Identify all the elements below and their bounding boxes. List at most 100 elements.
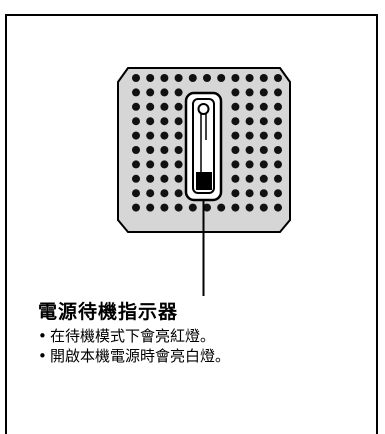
grille-dot [203, 74, 211, 82]
grille-dot [231, 146, 240, 154]
grille-dot [146, 146, 155, 154]
grille-dot [231, 203, 240, 212]
grille-dot [132, 189, 140, 198]
grille-dot [132, 131, 140, 140]
grille-dot [146, 203, 155, 212]
grille-dot [231, 131, 240, 140]
grille-dot [146, 160, 155, 169]
grille-dot [203, 203, 211, 212]
grille-dot [160, 174, 169, 183]
grille-dot [160, 203, 169, 212]
grille-dot [245, 160, 254, 169]
grille-dot [132, 160, 140, 169]
grille-dot [132, 174, 140, 183]
grille-dot [259, 88, 268, 97]
grille-dot [259, 102, 268, 111]
grille-dot [245, 74, 254, 82]
grille-dot [259, 74, 268, 82]
grille-dot [259, 203, 268, 212]
led-lens [197, 103, 210, 115]
grille-dot [160, 102, 169, 111]
bullet-icon: • [38, 347, 47, 365]
grille-dot [174, 146, 183, 154]
page-frame [5, 14, 378, 434]
grille-dot [231, 74, 240, 82]
grille-dot [259, 160, 268, 169]
grille-dot [174, 117, 183, 126]
grille-dot [174, 174, 183, 183]
grille-dot [274, 174, 282, 183]
grille-dots [132, 74, 282, 212]
grille-dot [132, 117, 140, 126]
grille-dot [160, 88, 169, 97]
note-text: 開啟本機電源時會亮白燈。 [50, 347, 231, 365]
grille-dot [188, 203, 197, 212]
grille-dot [259, 174, 268, 183]
grille-dot [259, 131, 268, 140]
grille-dot [132, 203, 140, 212]
grille-dot [245, 189, 254, 198]
grille-dot [146, 74, 155, 82]
grille-dot [245, 88, 254, 97]
grille-dot [132, 146, 140, 154]
grille-dot [160, 117, 169, 126]
note-text: 在待機模式下會亮紅燈。 [50, 327, 216, 345]
grille-dot [146, 88, 155, 97]
indicator-title: 電源待機指示器 [38, 301, 179, 323]
grille-dot [245, 174, 254, 183]
grille-dot [174, 160, 183, 169]
grille-dot [231, 88, 240, 97]
grille-dot [274, 189, 282, 198]
grille-dot [160, 131, 169, 140]
grille-dot [188, 74, 197, 82]
grille-dot [231, 160, 240, 169]
grille-dot [274, 117, 282, 126]
grille-dot [174, 74, 183, 82]
grille-dot [174, 189, 183, 198]
grille-dot [160, 146, 169, 154]
grille-dot [160, 160, 169, 169]
grille-dot [231, 174, 240, 183]
note-standby-red: • 在待機模式下會亮紅燈。 [38, 326, 368, 346]
grille-dot [132, 74, 140, 82]
grille-dot [245, 131, 254, 140]
grille-dot [160, 74, 169, 82]
grille-dot [174, 203, 183, 212]
grille-dot [259, 146, 268, 154]
indicator-caption: 電源待機指示器 • 在待機模式下會亮紅燈。 • 開啟本機電源時會亮白燈。 [38, 300, 368, 366]
grille-dot [146, 117, 155, 126]
note-power-on-white: • 開啟本機電源時會亮白燈。 [38, 346, 368, 366]
grille-dot [146, 189, 155, 198]
grille-dot [217, 203, 226, 212]
grille-dot [274, 102, 282, 111]
grille-dot [132, 88, 140, 97]
grille-dot [245, 203, 254, 212]
grille-dot [274, 88, 282, 97]
grille-dot [245, 117, 254, 126]
grille-dot [146, 102, 155, 111]
grille-dot [259, 189, 268, 198]
grille-dot [231, 117, 240, 126]
grille-dot [146, 174, 155, 183]
grille-dot [274, 74, 282, 82]
grille-dot [160, 189, 169, 198]
grille-dot [259, 117, 268, 126]
led-window-inner [192, 98, 215, 194]
standby-led-indicator [196, 172, 212, 190]
grille-dot [174, 88, 183, 97]
grille-dot [274, 203, 282, 212]
grille-dot [245, 146, 254, 154]
grille-dot [274, 146, 282, 154]
grille-dot [274, 160, 282, 169]
bullet-icon: • [38, 327, 47, 345]
grille-dot [132, 102, 140, 111]
grille-dot [231, 102, 240, 111]
grille-dot [274, 131, 282, 140]
grille-dot [231, 189, 240, 198]
grille-dot [245, 102, 254, 111]
grille-dot [146, 131, 155, 140]
grille-dot [174, 131, 183, 140]
grille-dot [217, 74, 226, 82]
indicator-notes: • 在待機模式下會亮紅燈。 • 開啟本機電源時會亮白燈。 [38, 326, 368, 366]
